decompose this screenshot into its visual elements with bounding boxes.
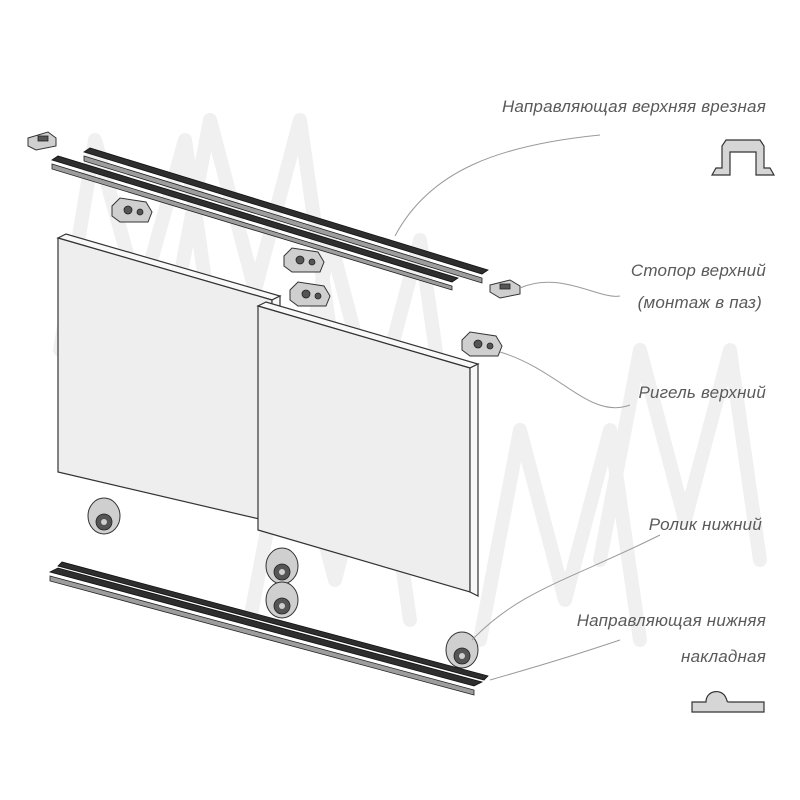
top-guide-4 (461, 331, 503, 357)
label-group-top-guide: Ригель верхний (638, 383, 766, 402)
top-guide-3 (289, 281, 331, 307)
label-top-stop-line1: Стопор верхний (631, 261, 766, 280)
label-bottom-rail-line1: Направляющая нижняя (577, 611, 766, 630)
top-rail (51, 147, 489, 291)
top-stop-left (27, 131, 57, 151)
label-top-stop-line2: (монтаж в паз) (638, 293, 762, 312)
label-group-top-stop: Стопор верхний (монтаж в паз) (631, 261, 766, 312)
label-group-bottom-rail: Направляющая нижняя накладная (577, 611, 766, 666)
label-group-top-rail: Направляющая верхняя врезная (502, 97, 766, 116)
label-bottom-rail-line2: накладная (681, 647, 766, 666)
bottom-roller-1 (87, 497, 121, 535)
label-top-guide: Ригель верхний (638, 383, 766, 402)
door-panel-front (256, 301, 480, 597)
bottom-roller-3 (265, 581, 299, 619)
top-guide-1 (111, 197, 153, 223)
label-group-bottom-roller: Ролик нижний (649, 515, 763, 534)
bottom-roller-2 (265, 547, 299, 585)
label-bottom-roller: Ролик нижний (649, 515, 763, 534)
leader-lines (394, 134, 661, 681)
u-channel-profile-icon (710, 139, 776, 176)
top-guide-2 (283, 247, 325, 273)
bottom-roller-4 (445, 631, 479, 669)
bottom-rail (48, 561, 489, 696)
top-stop-right (489, 279, 521, 299)
flat-bump-profile-icon (691, 691, 765, 713)
label-top-rail: Направляющая верхняя врезная (502, 97, 766, 116)
